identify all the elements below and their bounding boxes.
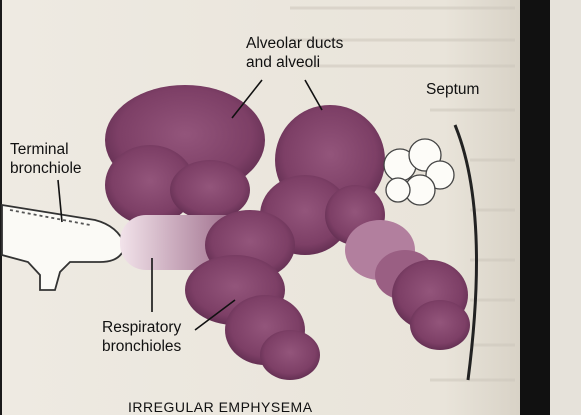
label-alveolar-line-2: and alveoli xyxy=(246,53,343,72)
label-respiratory-line-2: bronchioles xyxy=(102,337,181,356)
label-terminal-bronchiole: Terminal bronchiole xyxy=(10,140,82,178)
right-page-edge xyxy=(550,0,581,415)
label-terminal-line-2: bronchiole xyxy=(10,159,82,178)
label-respiratory-line-1: Respiratory xyxy=(102,318,181,337)
label-alveolar-line-1: Alveolar ducts xyxy=(246,34,343,53)
caption: IRREGULAR EMPHYSEMA xyxy=(128,398,313,415)
label-respiratory-bronchioles: Respiratory bronchioles xyxy=(102,318,181,356)
label-alveolar-ducts: Alveolar ducts and alveoli xyxy=(246,34,343,72)
label-terminal-line-1: Terminal xyxy=(10,140,82,159)
binding-strip xyxy=(520,0,550,415)
label-septum: Septum xyxy=(426,80,479,99)
